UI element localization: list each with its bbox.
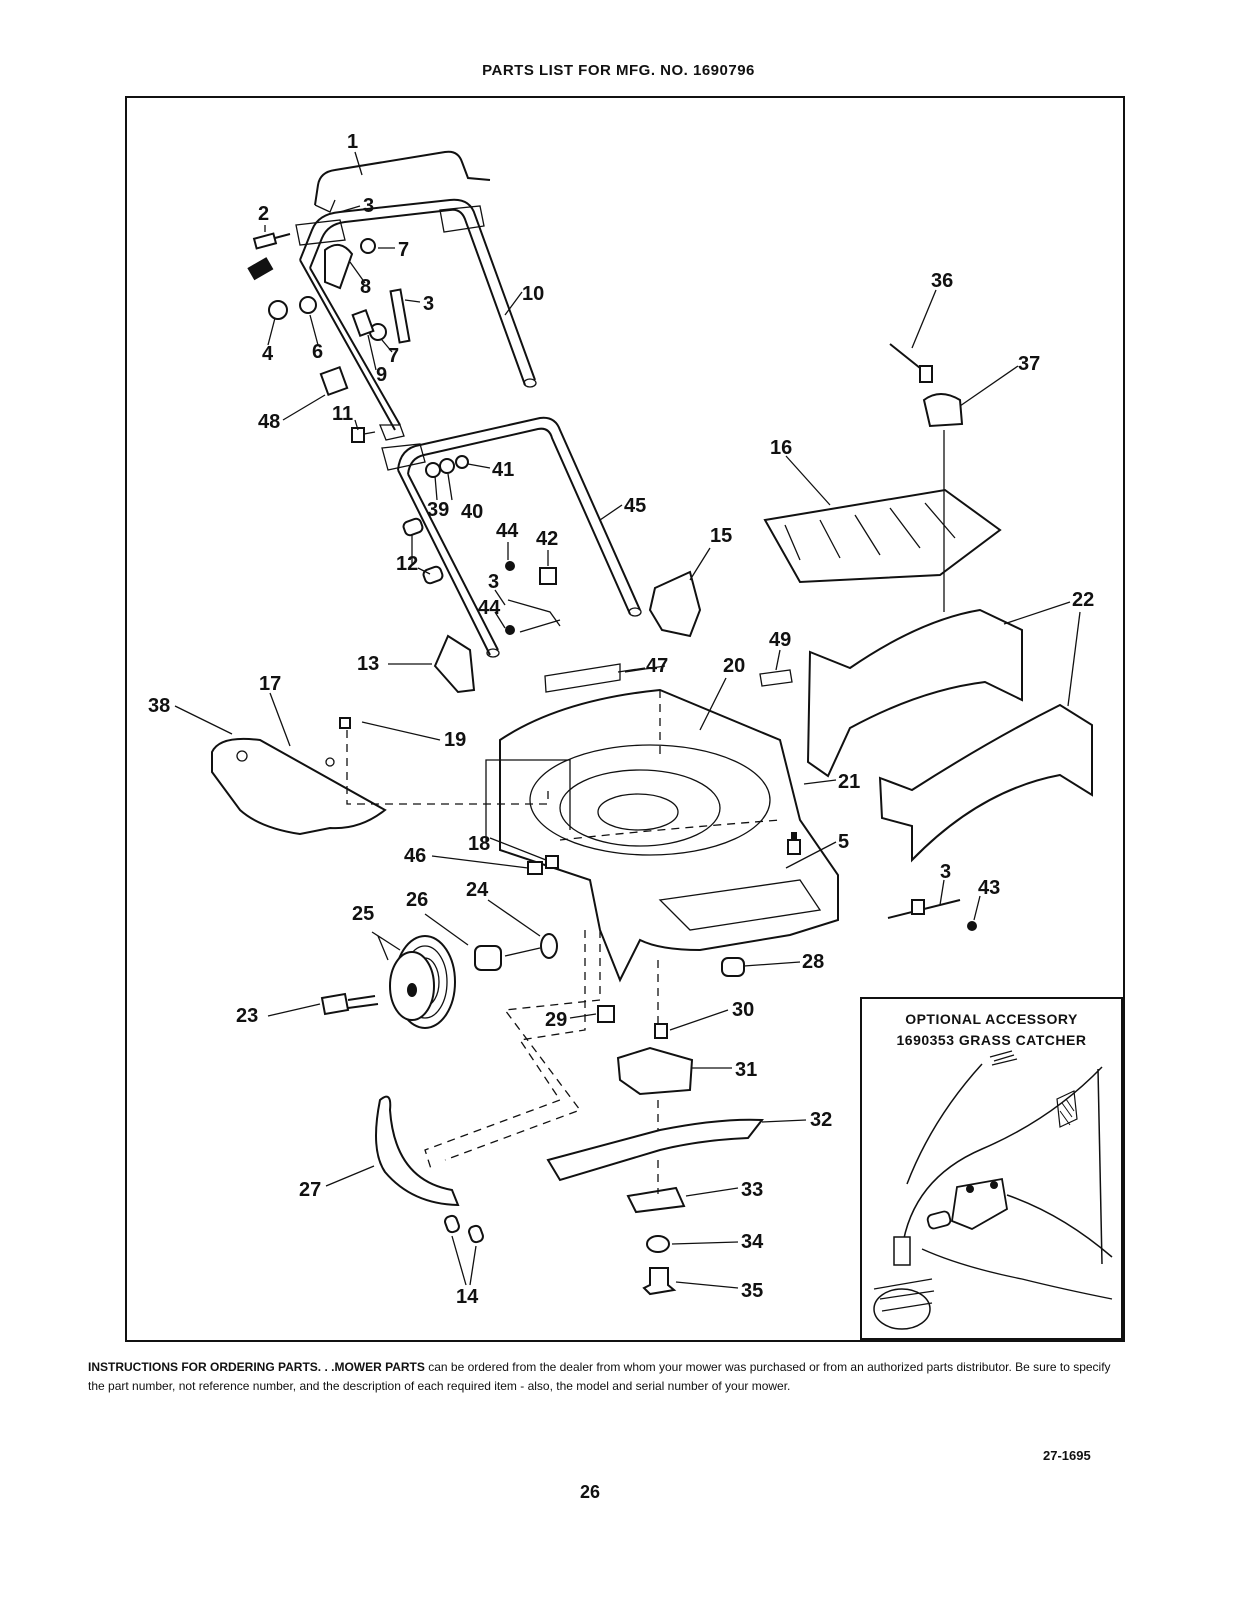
accessory-heading: OPTIONAL ACCESSORY — [905, 1011, 1078, 1027]
callout-30: 30 — [732, 999, 754, 1021]
callout-44: 44 — [478, 597, 501, 619]
handle-knobs — [402, 455, 561, 635]
optional-accessory-panel: OPTIONAL ACCESSORY 1690353 GRASS CATCHER — [860, 997, 1123, 1340]
rear-shield-17 — [211, 737, 387, 836]
callout-26: 26 — [406, 889, 428, 911]
callout-34: 34 — [741, 1231, 764, 1253]
control-bail — [314, 150, 491, 213]
callout-21: 21 — [838, 771, 860, 793]
handle-bracket-left — [295, 219, 346, 246]
callout-1: 1 — [347, 131, 358, 153]
callout-42: 42 — [536, 528, 558, 550]
callout-3: 3 — [363, 195, 374, 217]
callout-12: 12 — [396, 553, 418, 575]
callout-3: 3 — [423, 293, 434, 315]
callout-44: 44 — [496, 520, 519, 542]
callout-46: 46 — [404, 845, 426, 867]
callout-labels: 1 2 3 7 8 3 10 4 6 7 9 48 11 41 39 40 45… — [148, 131, 1094, 1308]
callout-49: 49 — [769, 629, 791, 651]
callout-8: 8 — [360, 276, 371, 298]
upper-handle — [299, 198, 537, 431]
diagram-frame — [125, 96, 1125, 1342]
ordering-instructions: INSTRUCTIONS FOR ORDERING PARTS. . .MOWE… — [88, 1358, 1128, 1396]
engine-control-parts — [247, 232, 411, 443]
callout-19: 19 — [444, 729, 466, 751]
decal-49 — [759, 669, 793, 687]
callout-47: 47 — [646, 655, 668, 677]
callout-14: 14 — [456, 1286, 479, 1308]
page-number: 26 — [579, 1482, 601, 1502]
document-code: 27-1695 — [1043, 1448, 1091, 1463]
instructions-lead: INSTRUCTIONS FOR ORDERING PARTS. . .MOWE… — [88, 1360, 425, 1374]
callout-6: 6 — [312, 341, 323, 363]
callout-7: 7 — [398, 239, 409, 261]
wheel-assembly — [320, 933, 745, 1029]
nut-19 — [339, 717, 351, 729]
callout-5: 5 — [838, 831, 849, 853]
callout-3: 3 — [940, 861, 951, 883]
callout-32: 32 — [810, 1109, 832, 1131]
callout-13: 13 — [357, 653, 379, 675]
callout-22: 22 — [1072, 589, 1094, 611]
callout-10: 10 — [522, 283, 544, 305]
label-47 — [544, 663, 621, 693]
deflector-13 — [433, 634, 476, 694]
callout-2: 2 — [258, 203, 269, 225]
part-18 — [545, 855, 559, 869]
page-title: PARTS LIST FOR MFG. NO. 1690796 — [482, 62, 755, 79]
callout-36: 36 — [931, 270, 953, 292]
leader-lines — [174, 151, 1081, 1289]
callout-3: 3 — [488, 571, 499, 593]
lower-handle — [381, 416, 642, 658]
part-46 — [527, 861, 543, 875]
callout-23: 23 — [236, 1005, 258, 1027]
callout-35: 35 — [741, 1280, 763, 1302]
callout-48: 48 — [258, 411, 280, 433]
callout-37: 37 — [1018, 353, 1040, 375]
grass-catcher-frame — [763, 343, 1093, 863]
callout-31: 31 — [735, 1059, 757, 1081]
accessory-part: 1690353 GRASS CATCHER — [896, 1032, 1087, 1048]
grass-catcher-illustration — [873, 1050, 1113, 1330]
callout-41: 41 — [492, 459, 514, 481]
callout-45: 45 — [624, 495, 646, 517]
mower-deck — [485, 688, 839, 983]
bolt-21 — [787, 832, 801, 855]
handle-bracket-15 — [648, 570, 702, 638]
callout-18: 18 — [468, 833, 490, 855]
instructions-body: can be ordered from the dealer from whom… — [88, 1360, 1111, 1393]
callout-24: 24 — [466, 879, 489, 901]
callout-20: 20 — [723, 655, 745, 677]
handle-bracket-right — [439, 205, 485, 233]
callout-33: 33 — [741, 1179, 763, 1201]
callout-27: 27 — [299, 1179, 321, 1201]
callout-38: 38 — [148, 695, 170, 717]
callout-16: 16 — [770, 437, 792, 459]
callout-39: 39 — [427, 499, 449, 521]
callout-15: 15 — [710, 525, 732, 547]
callout-25: 25 — [352, 903, 374, 925]
callout-4: 4 — [262, 343, 274, 365]
callout-40: 40 — [461, 501, 483, 523]
callout-43: 43 — [978, 877, 1000, 899]
callout-28: 28 — [802, 951, 824, 973]
callout-7: 7 — [388, 345, 399, 367]
rear-baffle — [375, 1095, 484, 1244]
callout-9: 9 — [376, 364, 387, 386]
callout-17: 17 — [259, 673, 281, 695]
blade-stack — [424, 930, 764, 1296]
callout-29: 29 — [545, 1009, 567, 1031]
callout-11: 11 — [332, 403, 353, 425]
